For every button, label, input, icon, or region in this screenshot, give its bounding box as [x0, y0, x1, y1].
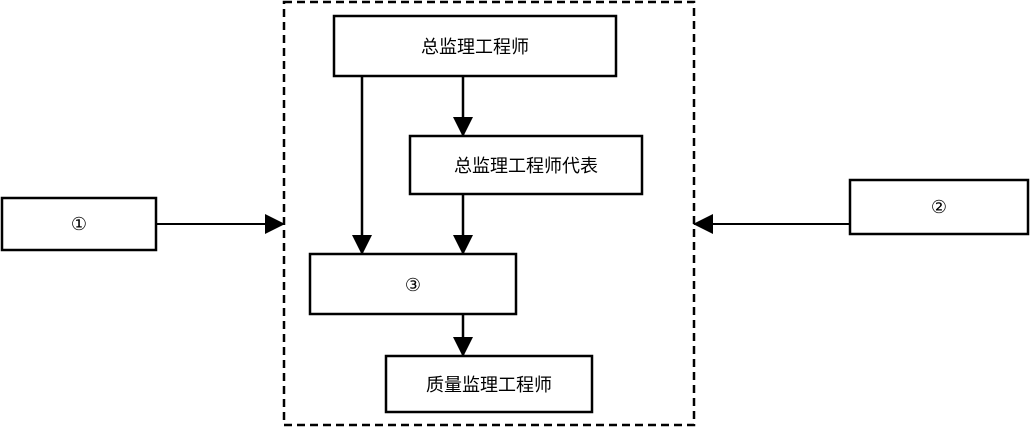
node-label-blank-1: ① — [71, 214, 87, 235]
node-chief-engineer: 总监理工程师 — [332, 14, 618, 78]
node-label-quality-engineer: 质量监理工程师 — [426, 375, 552, 396]
node-blank-1: ① — [0, 196, 158, 252]
node-label-chief-engineer: 总监理工程师 — [421, 37, 529, 58]
node-label-blank-3: ③ — [405, 275, 421, 296]
node-blank-2: ② — [848, 178, 1030, 236]
node-chief-engineer-representative: 总监理工程师代表 — [408, 134, 644, 196]
node-label-chief-engineer-representative: 总监理工程师代表 — [454, 156, 598, 177]
node-label-blank-2: ② — [931, 197, 947, 218]
node-quality-engineer: 质量监理工程师 — [384, 354, 594, 414]
node-blank-3: ③ — [308, 252, 518, 316]
